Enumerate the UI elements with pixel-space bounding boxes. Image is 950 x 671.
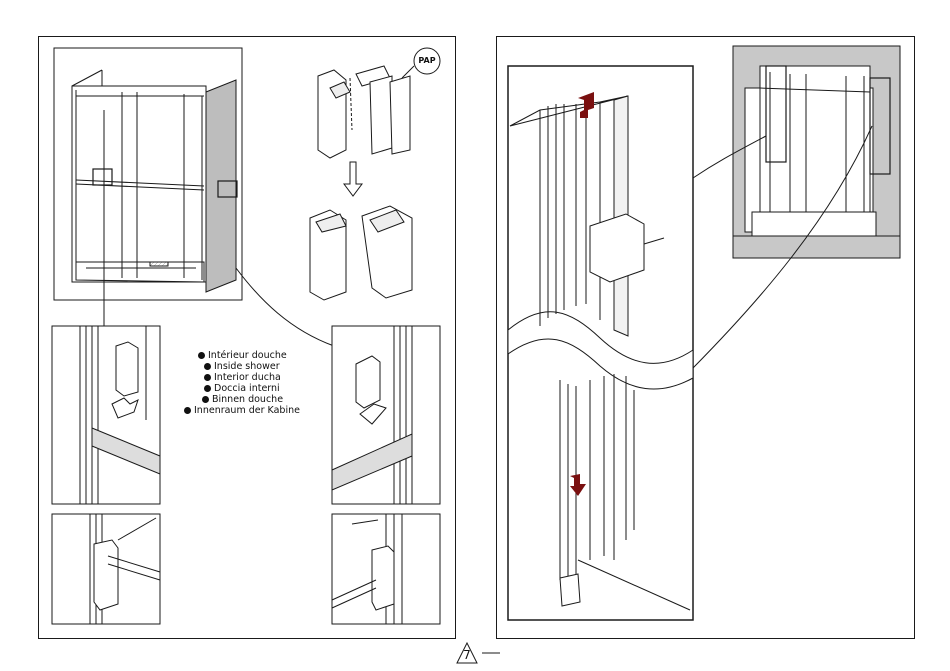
page-number: 7 [457, 643, 477, 663]
detail-inset-bottom-left [52, 514, 160, 624]
legend-row-en: Inside shower [160, 361, 330, 372]
bullet-icon [184, 407, 191, 414]
legend-row-es: Interior ducha [160, 372, 330, 383]
down-arrow-icon [344, 162, 362, 196]
inside-shower-legend: Intérieur douche Inside shower Interior … [160, 350, 330, 416]
bracket-exploded-top [318, 66, 410, 158]
bullet-icon [202, 396, 209, 403]
bullet-icon [204, 363, 211, 370]
detail-inset-bottom-right [332, 514, 440, 624]
profile-detail-view [508, 66, 693, 620]
bullet-icon [198, 352, 205, 359]
legend-row-nl: Binnen douche [160, 394, 330, 405]
legend-row-de: Innenraum der Kabine [160, 405, 330, 416]
shower-overview-drawing [54, 48, 242, 300]
bullet-icon [204, 385, 211, 392]
legend-text-nl: Binnen douche [212, 394, 283, 405]
legend-text-de: Innenraum der Kabine [194, 405, 300, 416]
bracket-assembled [310, 206, 412, 300]
legend-text-fr: Intérieur douche [208, 350, 287, 361]
legend-row-it: Doccia interni [160, 383, 330, 394]
legend-text-es: Interior ducha [214, 372, 281, 383]
legend-row-fr: Intérieur douche [160, 350, 330, 361]
legend-text-en: Inside shower [214, 361, 280, 372]
legend-text-it: Doccia interni [214, 383, 280, 394]
detail-inset-top-right [332, 326, 440, 504]
pap-label: PAP [413, 52, 441, 70]
bullet-icon [204, 374, 211, 381]
shower-thumbnail [733, 46, 900, 258]
